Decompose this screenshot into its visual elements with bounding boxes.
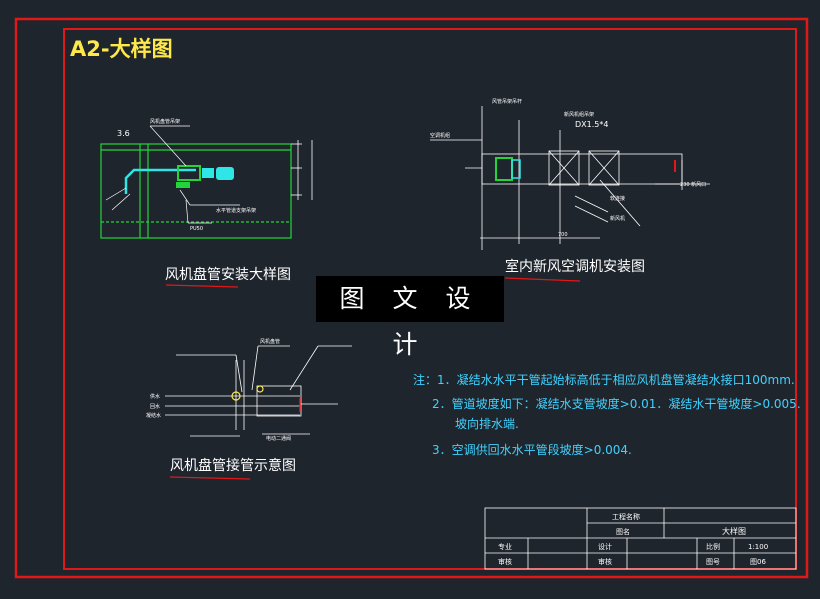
tb-project-label: 工程名称: [612, 512, 640, 521]
piping-label-return: 回水: [150, 403, 160, 410]
fcu-piping-caption: 风机盘管接管示意图: [170, 457, 296, 474]
piping-label-valve: 电动二通阀: [266, 435, 291, 442]
piping-label-supply: 供水: [150, 393, 160, 400]
title-block: [484, 507, 797, 570]
tb-review: 审核: [498, 557, 512, 566]
fcu-piping-detail: [165, 345, 352, 437]
fresh-air-caption-underline: [504, 277, 581, 282]
fcu-elevation-dim: 3.6: [117, 129, 130, 138]
valve-icon-2: [256, 385, 264, 393]
outer-frame: [14, 17, 809, 579]
fresh-air-connector: [511, 159, 521, 179]
note-line-1: 注：1．凝结水水平干管起始标高低于相应风机盘管凝结水接口100mm.: [413, 372, 795, 387]
tb-drawing-label: 图名: [616, 527, 630, 536]
tb-number-value: 图06: [750, 558, 766, 566]
fresh-air-length-dim: 700: [558, 232, 568, 238]
note-line-3: 坡向排水端.: [455, 416, 519, 431]
valve-icon: [231, 391, 241, 401]
fcu-install-caption-underline: [165, 284, 239, 288]
tb-design: 设计: [598, 542, 612, 551]
fresh-air-label-machine: 新风机: [610, 215, 625, 222]
fcu-install-detail: [100, 140, 313, 239]
fresh-air-right-dim: 230 新风口: [680, 181, 706, 188]
fcu-label-pipe: PU50: [190, 226, 203, 232]
sheet-title: A2-大样图: [70, 37, 173, 61]
tb-check: 审核: [598, 557, 612, 566]
fresh-air-detail: [480, 106, 710, 250]
fcu-install-caption: 风机盘管安装大样图: [165, 266, 291, 283]
fresh-air-label-rod: 风管吊架吊杆: [492, 98, 522, 105]
fcu-label-support: 水平管道支架吊架: [216, 207, 256, 214]
fresh-air-duct-dim: DX1.5*4: [575, 120, 608, 129]
watermark-banner: 图 文 设 计: [316, 276, 504, 359]
fcu-label-hanger: 风机盘管吊架: [150, 118, 180, 125]
inner-frame: [63, 28, 797, 570]
piping-label-fcu: 风机盘管: [260, 338, 280, 345]
note-line-2: 2．管道坡度如下：凝结水支管坡度>0.01．凝结水干管坡度>0.005.: [432, 396, 801, 411]
tb-scale-value: 1:100: [748, 543, 768, 551]
fan-coil-unit-icon: [124, 165, 234, 194]
tb-specialty: 专业: [498, 542, 512, 551]
fresh-air-label-soft: 软连接: [610, 195, 625, 202]
piping-label-condensate: 凝结水: [146, 412, 161, 419]
fresh-air-caption: 室内新风空调机安装图: [505, 258, 645, 275]
note-line-4: 3．空调供回水水平管段坡度>0.004.: [432, 442, 632, 457]
fresh-air-label-unit: 空调机组: [430, 132, 450, 139]
tb-scale-label: 比例: [706, 542, 720, 551]
tb-number-label: 图号: [706, 558, 720, 566]
fresh-air-label-hanger: 新风机组吊架: [564, 111, 594, 118]
fcu-piping-caption-underline: [169, 476, 251, 480]
tb-drawing-name: 大样图: [722, 526, 746, 536]
